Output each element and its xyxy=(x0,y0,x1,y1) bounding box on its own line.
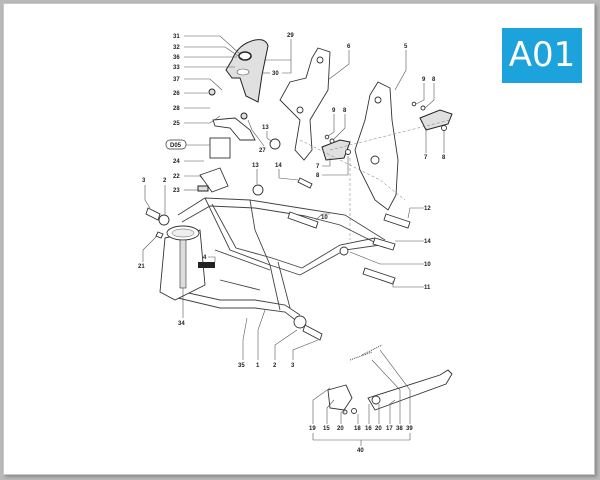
bolt-14a[interactable] xyxy=(297,177,313,189)
callout-29[interactable]: 29 xyxy=(287,33,294,39)
callout-10b[interactable]: 10 xyxy=(424,262,431,268)
callout-22[interactable]: 22 xyxy=(173,174,180,180)
callout-39[interactable]: 39 xyxy=(406,426,413,432)
diagram-code-badge: A01 xyxy=(502,28,582,83)
callout-36[interactable]: 36 xyxy=(173,55,180,61)
callout-40[interactable]: 40 xyxy=(357,448,364,454)
callout-3b[interactable]: 3 xyxy=(291,363,295,369)
callout-23[interactable]: 23 xyxy=(173,188,180,194)
callout-19[interactable]: 19 xyxy=(309,426,316,432)
main-frame-part[interactable] xyxy=(159,197,386,323)
callout-8d[interactable]: 8 xyxy=(442,155,446,161)
callout-31[interactable]: 31 xyxy=(173,34,180,40)
callout-labels: 31 32 36 33 37 26 28 25 29 30 27 D05 24 … xyxy=(138,33,446,454)
callout-10a[interactable]: 10 xyxy=(321,215,328,221)
rear-bracket-6[interactable] xyxy=(279,47,331,161)
callout-7b[interactable]: 7 xyxy=(424,155,428,161)
callout-16[interactable]: 16 xyxy=(365,426,372,432)
pivot-bolts[interactable] xyxy=(145,207,411,341)
callout-1[interactable]: 1 xyxy=(256,363,260,369)
rear-bracket-5[interactable] xyxy=(354,81,399,211)
callout-d05[interactable]: D05 xyxy=(170,143,182,149)
d05-reference-tag[interactable] xyxy=(165,139,187,150)
callout-5[interactable]: 5 xyxy=(404,44,408,50)
callout-6[interactable]: 6 xyxy=(347,44,351,50)
footpeg-right[interactable] xyxy=(411,101,453,131)
callout-27[interactable]: 27 xyxy=(259,148,266,154)
callout-8a[interactable]: 8 xyxy=(343,108,347,114)
callout-2b[interactable]: 2 xyxy=(273,363,277,369)
headstock-bracket-part[interactable] xyxy=(197,88,256,193)
callout-12[interactable]: 12 xyxy=(424,206,431,212)
callout-14b[interactable]: 14 xyxy=(424,239,431,245)
callout-2a[interactable]: 2 xyxy=(163,178,167,184)
leader-lines xyxy=(142,35,445,446)
callout-8b[interactable]: 8 xyxy=(316,173,320,179)
callout-25[interactable]: 25 xyxy=(173,121,180,127)
callout-13b[interactable]: 13 xyxy=(252,163,259,169)
callout-26[interactable]: 26 xyxy=(173,91,180,97)
nut-13a[interactable] xyxy=(269,138,281,150)
callout-20b[interactable]: 20 xyxy=(375,426,382,432)
callout-34[interactable]: 34 xyxy=(178,321,185,327)
callout-32[interactable]: 32 xyxy=(173,45,180,51)
callout-8c[interactable]: 8 xyxy=(432,77,436,83)
footpeg-left[interactable] xyxy=(321,134,351,161)
callout-9b[interactable]: 9 xyxy=(422,77,426,83)
callout-9a[interactable]: 9 xyxy=(332,108,336,114)
callout-15[interactable]: 15 xyxy=(323,426,330,432)
callout-3a[interactable]: 3 xyxy=(142,178,146,184)
callout-11[interactable]: 11 xyxy=(424,285,431,291)
callout-33[interactable]: 33 xyxy=(173,65,180,71)
callout-4[interactable]: 4 xyxy=(203,255,207,261)
callout-21[interactable]: 21 xyxy=(138,264,145,270)
nut-13b[interactable] xyxy=(252,184,264,196)
seat-cover-part[interactable] xyxy=(225,39,269,103)
callout-35[interactable]: 35 xyxy=(238,363,245,369)
callout-7a[interactable]: 7 xyxy=(316,164,320,170)
callout-14a[interactable]: 14 xyxy=(275,163,282,169)
callout-38[interactable]: 38 xyxy=(396,426,403,432)
callout-24[interactable]: 24 xyxy=(173,159,180,165)
callout-28[interactable]: 28 xyxy=(173,106,180,112)
callout-20a[interactable]: 20 xyxy=(337,426,344,432)
callout-30[interactable]: 30 xyxy=(272,71,279,77)
callout-13a[interactable]: 13 xyxy=(262,125,269,131)
callout-17[interactable]: 17 xyxy=(386,426,393,432)
callout-37[interactable]: 37 xyxy=(173,77,180,83)
callout-18[interactable]: 18 xyxy=(354,426,361,432)
